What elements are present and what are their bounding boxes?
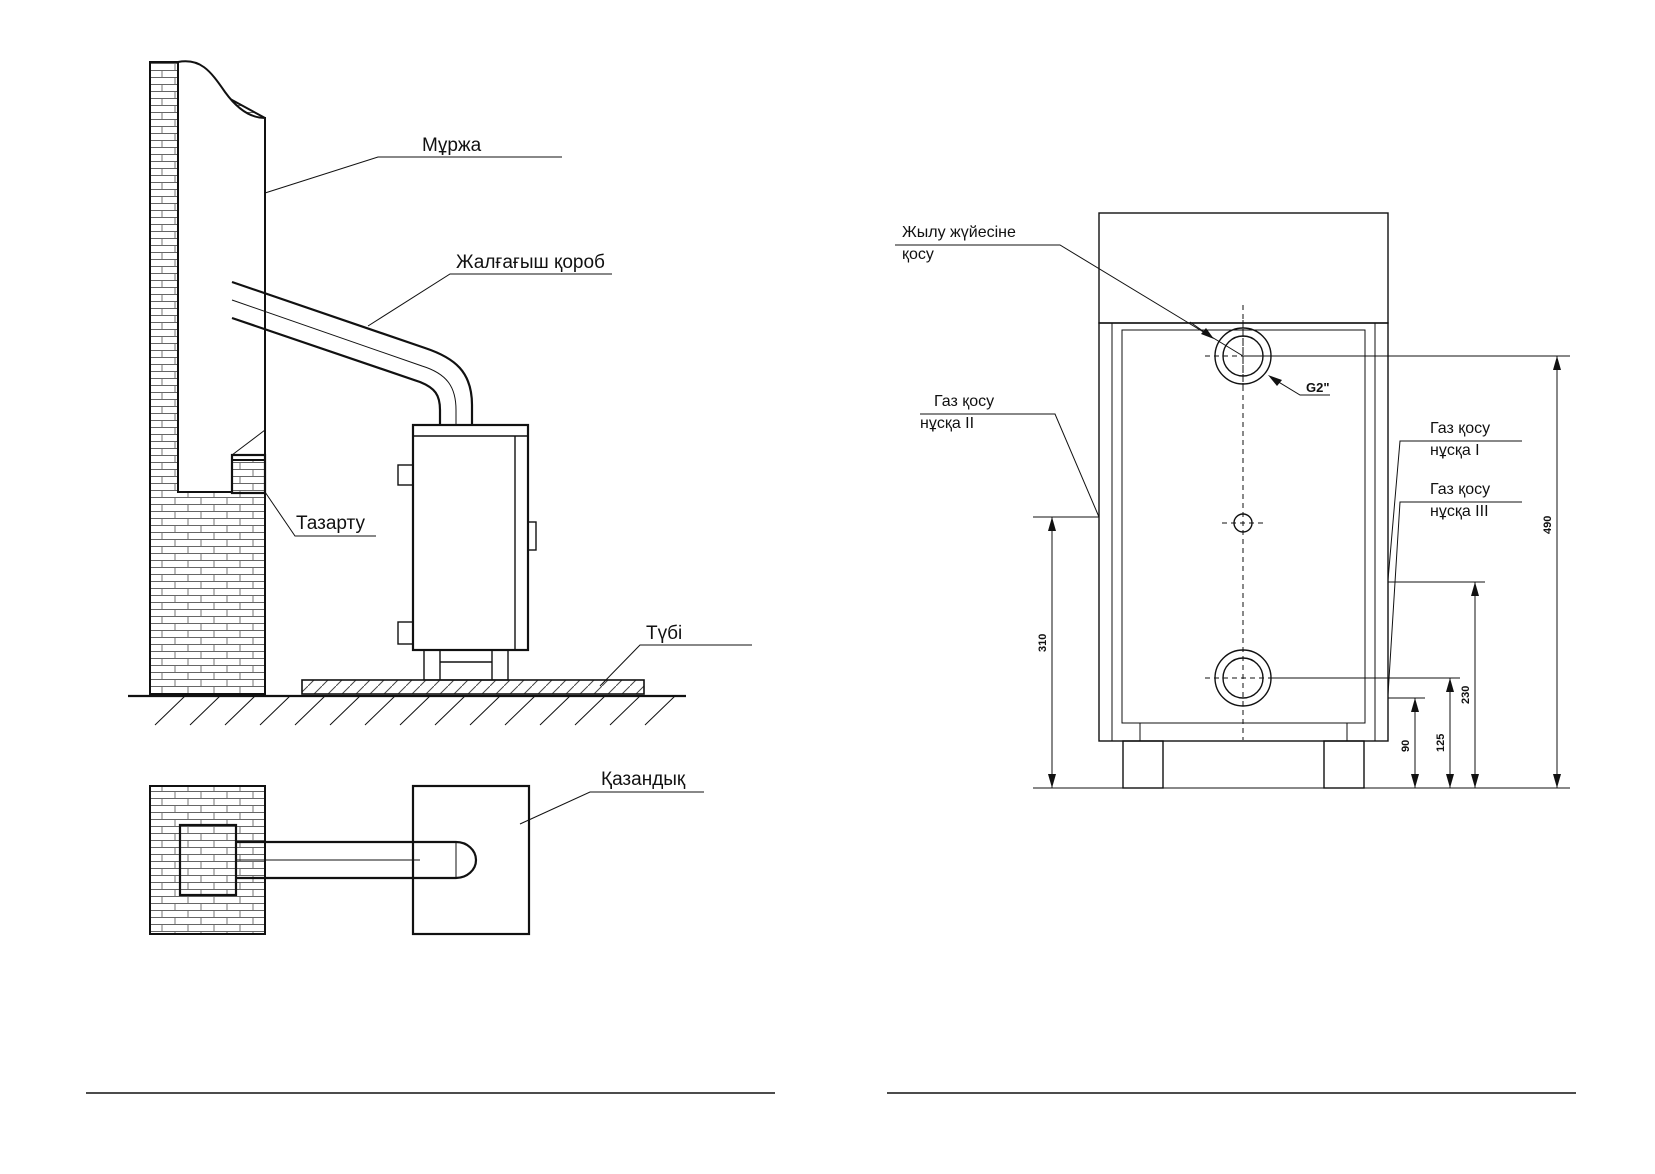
boiler-upper-nozzle [397, 464, 414, 486]
plan-connector-pipe [236, 840, 478, 880]
chimney-leader [264, 156, 562, 194]
boiler-label: Қазандық [601, 769, 686, 790]
gas3-leader [1387, 501, 1522, 696]
thread-label: G2" [1306, 380, 1330, 395]
gas2-label-line1: Газ қосу [934, 393, 994, 410]
dim-125: 125 [1435, 734, 1447, 752]
dim-90: 90 [1400, 740, 1412, 752]
connector-label: Жалғағыш қороб [456, 252, 605, 273]
chimney-label: Мұржа [422, 135, 482, 156]
base-label: Түбі [646, 623, 682, 644]
chimney-flue [177, 60, 266, 493]
gas2-label-line2: нұсқа II [920, 415, 974, 432]
connector-pipe [231, 280, 474, 425]
cleaning-hatch-edge [231, 429, 266, 456]
connector-pipe-centerline [231, 299, 457, 425]
heating-leader [895, 244, 1244, 357]
gas1-leader [1387, 440, 1522, 581]
boiler-lower-nozzle [397, 621, 414, 645]
gas3-label-line1: Газ қосу [1430, 481, 1490, 498]
cleaning-leader [264, 491, 376, 537]
chimney-plan-view: Қазандық [149, 769, 704, 936]
gas3-label-line2: нұсқа III [1430, 503, 1489, 520]
gas2-leader [920, 413, 1100, 518]
dim-230: 230 [1460, 686, 1472, 704]
boiler-leader [519, 791, 704, 825]
thread-leader [1271, 377, 1330, 396]
cleaning-label: Тазарту [296, 513, 365, 534]
cleaning-hatch [230, 453, 267, 495]
boiler-legs [423, 649, 509, 681]
chimney-side-view: Мұржа Жалғағыш қороб Тазарту Түбі [128, 60, 752, 726]
boiler-handle [527, 521, 537, 551]
dim-310: 310 [1037, 634, 1049, 652]
gas1-label-line2: нұсқа I [1430, 442, 1480, 459]
dimension-lines [1033, 355, 1570, 789]
rear-leg-left [1122, 740, 1164, 789]
heating-label-line1: Жылу жүйесіне [902, 224, 1016, 241]
heating-label-line2: қосу [902, 246, 934, 263]
boiler-rear-view: G2" Жылу жүйесіне қосу Газ қосу нұсқа II… [895, 212, 1570, 789]
boiler-body [411, 423, 530, 652]
ground-hatch [154, 695, 676, 726]
gas1-label-line1: Газ қосу [1430, 420, 1490, 437]
rear-leg-right [1323, 740, 1365, 789]
rear-bottom-frame [1139, 723, 1348, 741]
connector-leader [367, 273, 612, 327]
base-leader [599, 644, 752, 687]
dim-490: 490 [1542, 516, 1554, 534]
base-plate [301, 679, 645, 695]
plan-boiler [411, 784, 531, 936]
